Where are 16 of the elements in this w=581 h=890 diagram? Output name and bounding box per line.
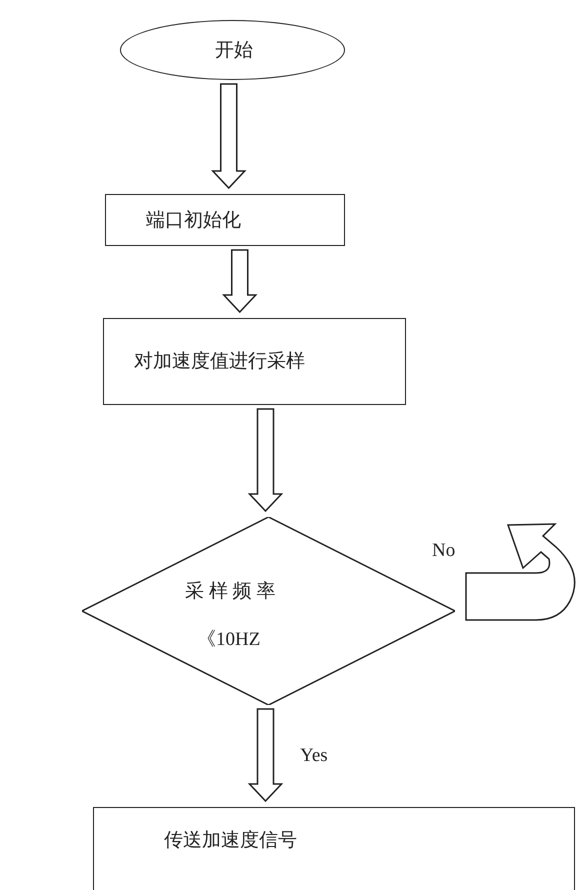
start-ellipse — [120, 20, 345, 80]
process-box — [103, 318, 406, 405]
node-text: 《10HZ — [197, 629, 260, 651]
block-arrow — [465, 523, 576, 621]
block-arrow — [248, 408, 284, 512]
node-text: 开始 — [215, 40, 253, 62]
process-box — [93, 807, 575, 890]
decision-diamond — [82, 517, 455, 705]
block-arrow — [211, 83, 246, 190]
node-text: 端口初始化 — [146, 210, 241, 232]
process-box — [105, 194, 345, 246]
block-arrow — [248, 708, 284, 802]
node-text: 对加速度值进行采样 — [134, 351, 305, 373]
node-text: 采 样 频 率 — [185, 581, 276, 603]
node-text: 传送加速度信号 — [164, 830, 297, 852]
block-arrow — [222, 249, 258, 314]
